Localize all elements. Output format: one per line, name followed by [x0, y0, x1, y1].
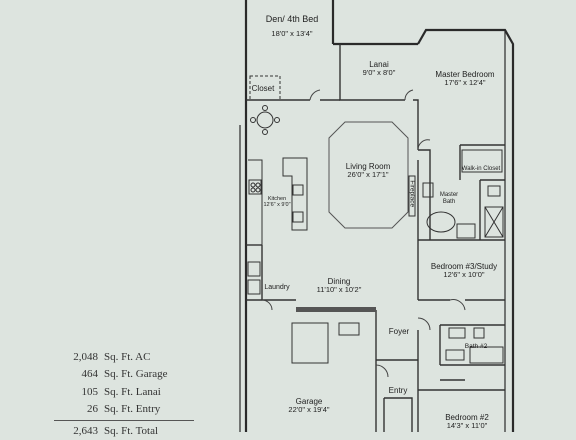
fireplace [408, 175, 416, 217]
den-dim: 18'0" x 13'4" [271, 29, 313, 39]
sqft-row: 2,048 Sq. Ft. AC [60, 348, 210, 366]
laundry-name: Laundry [264, 284, 290, 291]
living-label: Living Room 26'0" x 17'1" [338, 162, 398, 180]
dining-label: Dining 11'10" x 10'2" [309, 277, 369, 295]
kitchen-counters [248, 157, 308, 246]
sqft-label: Sq. Ft. Garage [104, 368, 168, 381]
laundry-appliances [247, 261, 261, 295]
bed2-label: Bedroom #2 14'3" x 11'0" [440, 413, 494, 431]
sqft-value: 26 [87, 403, 98, 416]
laundry-label: Laundry [263, 284, 291, 292]
lanai-label: Lanai 9'0" x 8'0" [357, 60, 401, 78]
bed3-name: Bedroom #3/Study [430, 262, 498, 271]
sqft-row: 26 Sq. Ft. Entry [60, 401, 210, 419]
garage-items [291, 322, 360, 364]
den-name: Den/ 4th Bed [265, 14, 319, 24]
den-label: Den/ 4th Bed 18'0" x 13'4" [262, 14, 322, 39]
master-label: Master Bedroom 17'6" x 12'4" [430, 70, 500, 88]
living-room-ceiling [328, 121, 409, 229]
garage-name: Garage [295, 397, 323, 406]
walkin-label: Walk-in Closet [460, 166, 502, 173]
foyer-label: Foyer [384, 327, 414, 336]
bed2-name: Bedroom #2 [445, 413, 489, 422]
sqft-total-row: 2,643 Sq. Ft. Total [60, 422, 210, 440]
master-bath-fixtures [422, 149, 504, 239]
master-dim: 17'6" x 12'4" [444, 78, 486, 88]
dining-name: Dining [327, 277, 351, 286]
lanai-dim: 9'0" x 8'0" [362, 68, 396, 78]
sqft-label: Sq. Ft. Lanai [104, 385, 161, 398]
living-dim: 26'0" x 17'1" [347, 170, 389, 180]
master-name: Master Bedroom [435, 70, 495, 79]
sqft-value: 105 [81, 385, 99, 398]
interior-walls [246, 44, 505, 432]
foyer-name: Foyer [388, 327, 410, 336]
door-swings [261, 89, 466, 378]
dining-table [250, 105, 280, 135]
lanai-name: Lanai [369, 60, 389, 69]
den-closet [249, 75, 281, 101]
sqft-value: 2,643 [73, 424, 98, 437]
dining-dim: 11'10" x 10'2" [316, 285, 362, 295]
walkin-name: Walk-in Closet [461, 166, 501, 172]
bed3-dim: 12'6" x 10'0" [443, 270, 485, 280]
garage-dim: 22'0" x 19'4" [288, 405, 330, 415]
kitchen-label: Kitchen 12'6" x 9'0" [262, 196, 292, 209]
sqft-value: 464 [81, 368, 99, 381]
fireplace-label: Fireplace [408, 178, 416, 210]
living-name: Living Room [345, 162, 391, 171]
entry-name: Entry [388, 386, 408, 395]
sqft-label: Sq. Ft. AC [104, 350, 151, 363]
masterbath-name: Master Bath [439, 192, 459, 205]
fireplace-name: Fireplace [408, 180, 416, 208]
garage-label: Garage 22'0" x 19'4" [281, 397, 337, 415]
sqft-label: Sq. Ft. Entry [104, 403, 161, 416]
sqft-value: 2,048 [73, 350, 98, 363]
closet-name: Closet [251, 84, 275, 93]
sqft-row: 464 Sq. Ft. Garage [60, 366, 210, 384]
sqft-divider [54, 420, 194, 421]
kitchen-dim: 12'6" x 9'0" [263, 202, 291, 209]
bath2-name: Bath #2 [464, 343, 488, 350]
square-footage-table: 2,048 Sq. Ft. AC 464 Sq. Ft. Garage 105 … [54, 348, 210, 440]
masterbath-label: Master Bath [436, 192, 462, 206]
bath2-label: Bath #2 [459, 343, 493, 350]
sqft-row: 105 Sq. Ft. Lanai [60, 383, 210, 401]
kitchen-name: Kitchen [267, 196, 287, 202]
bed2-dim: 14'3" x 11'0" [446, 421, 488, 431]
sqft-label: Sq. Ft. Total [104, 424, 159, 437]
garage-wall-hatch [296, 307, 376, 312]
bath2-fixtures [445, 327, 504, 364]
exterior-walls [239, 0, 515, 432]
entry-label: Entry [386, 386, 410, 395]
closet-label: Closet [249, 84, 277, 93]
bed3-label: Bedroom #3/Study 12'6" x 10'0" [425, 262, 503, 280]
